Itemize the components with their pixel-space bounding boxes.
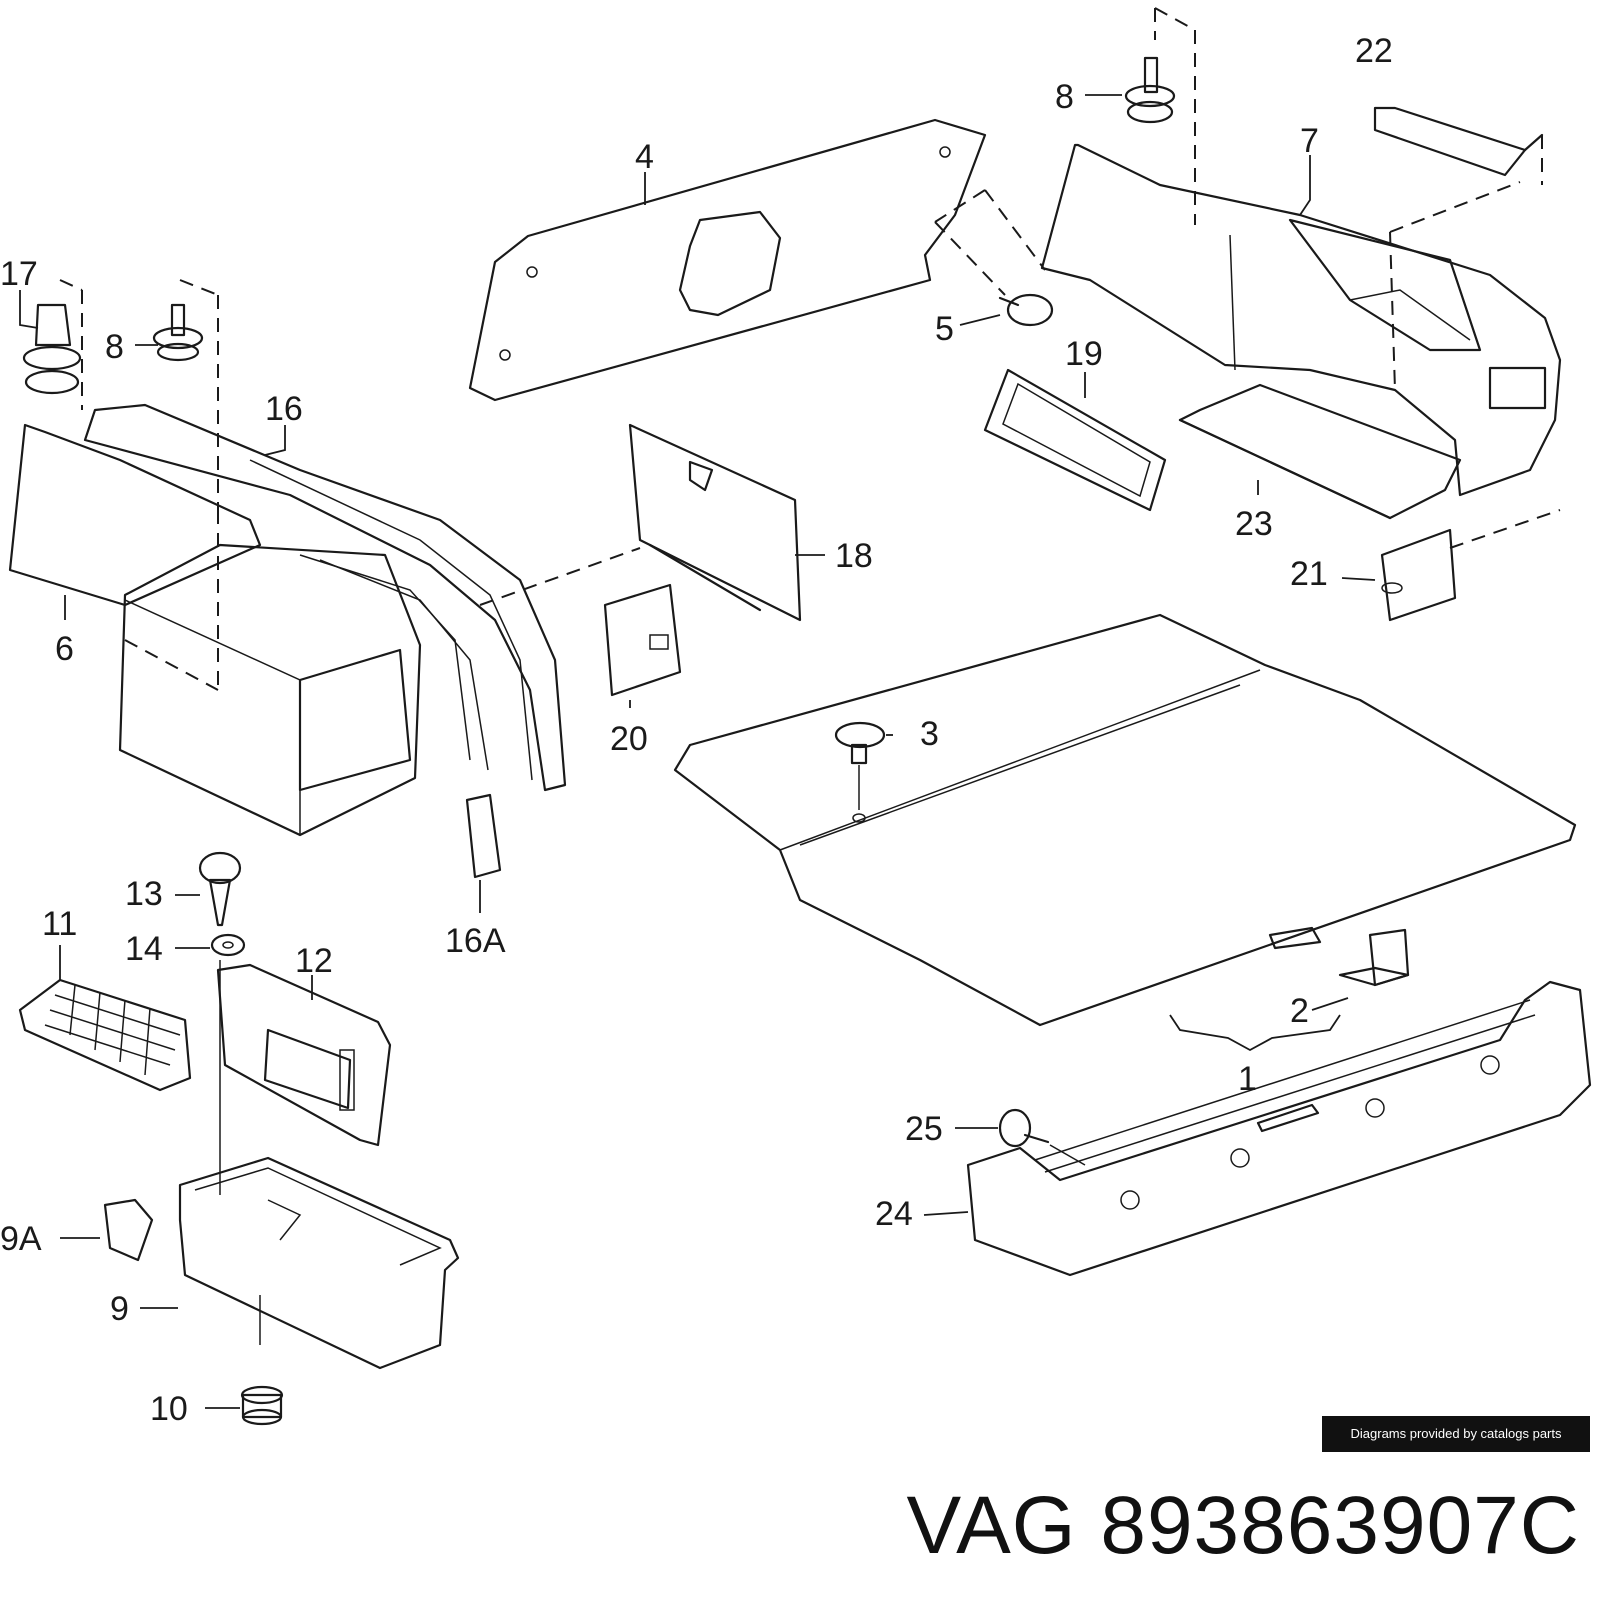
part-22-bracket bbox=[1373, 106, 1544, 185]
part-7-right-side-trim bbox=[1040, 143, 1562, 497]
part-8-fastener-left bbox=[152, 279, 219, 690]
callout-16: 16 bbox=[265, 390, 303, 428]
part-14-washer bbox=[210, 933, 246, 1195]
diagram-credit-banner: Diagrams provided by catalogs parts bbox=[1322, 1416, 1590, 1452]
part-9A-grommet bbox=[103, 1198, 154, 1262]
callout-22: 22 bbox=[1355, 32, 1393, 70]
callout-7: 7 bbox=[1300, 122, 1319, 160]
callout-labels: 17 8 16 6 4 8 22 7 5 19 23 18 21 20 3 16… bbox=[0, 32, 1393, 1428]
part-16-wheel-arch bbox=[83, 403, 567, 792]
callout-24: 24 bbox=[875, 1195, 913, 1233]
callout-10: 10 bbox=[150, 1390, 188, 1428]
part-reference-number: VAG 893863907C bbox=[906, 1480, 1580, 1571]
part-12-cover bbox=[216, 963, 392, 1147]
callout-5: 5 bbox=[935, 310, 954, 348]
part-21-cover bbox=[1380, 509, 1561, 622]
callout-8-left: 8 bbox=[105, 328, 124, 366]
callout-21: 21 bbox=[1290, 555, 1328, 593]
part-25-rivet bbox=[998, 1108, 1086, 1166]
part-19-panel bbox=[983, 368, 1167, 512]
part-9-tray bbox=[178, 1156, 460, 1370]
part-6-left-side-trim bbox=[8, 423, 422, 837]
part-3-press-stud bbox=[834, 721, 886, 823]
callout-14: 14 bbox=[125, 930, 163, 968]
callout-6: 6 bbox=[55, 630, 74, 668]
callout-23: 23 bbox=[1235, 505, 1273, 543]
callout-13: 13 bbox=[125, 875, 163, 913]
callout-9A: 9A bbox=[0, 1220, 42, 1258]
callout-25: 25 bbox=[905, 1110, 943, 1148]
callout-2: 2 bbox=[1290, 992, 1309, 1030]
part-18-cover bbox=[628, 423, 802, 622]
part-13-screw bbox=[198, 851, 242, 927]
callout-18: 18 bbox=[835, 537, 873, 575]
part-8-fastener-right bbox=[1124, 7, 1196, 225]
callout-9: 9 bbox=[110, 1290, 129, 1328]
part-4-rear-panel bbox=[468, 118, 987, 402]
part-2-clip bbox=[1338, 928, 1410, 987]
part-16A-pad bbox=[465, 793, 502, 879]
part-24-sill-trim bbox=[966, 980, 1592, 1277]
callout-8-right: 8 bbox=[1055, 78, 1074, 116]
callout-20: 20 bbox=[610, 720, 648, 758]
callout-1: 1 bbox=[1238, 1060, 1257, 1098]
part-1-floor bbox=[673, 613, 1577, 1027]
part-23-strip bbox=[1178, 383, 1462, 520]
callout-4: 4 bbox=[635, 138, 654, 176]
callout-12: 12 bbox=[295, 942, 333, 980]
callout-11: 11 bbox=[42, 905, 77, 943]
part-10-plug bbox=[240, 1385, 284, 1426]
callout-16A: 16A bbox=[445, 922, 506, 960]
part-17-clip bbox=[22, 279, 83, 410]
part-20-flap bbox=[479, 547, 682, 697]
callout-19: 19 bbox=[1065, 335, 1103, 373]
callout-3: 3 bbox=[920, 715, 939, 753]
part-11-vent-grille bbox=[18, 978, 192, 1092]
leader-lines bbox=[19, 94, 1376, 1409]
part-5-rivet bbox=[934, 189, 1054, 327]
callout-17: 17 bbox=[0, 255, 38, 293]
